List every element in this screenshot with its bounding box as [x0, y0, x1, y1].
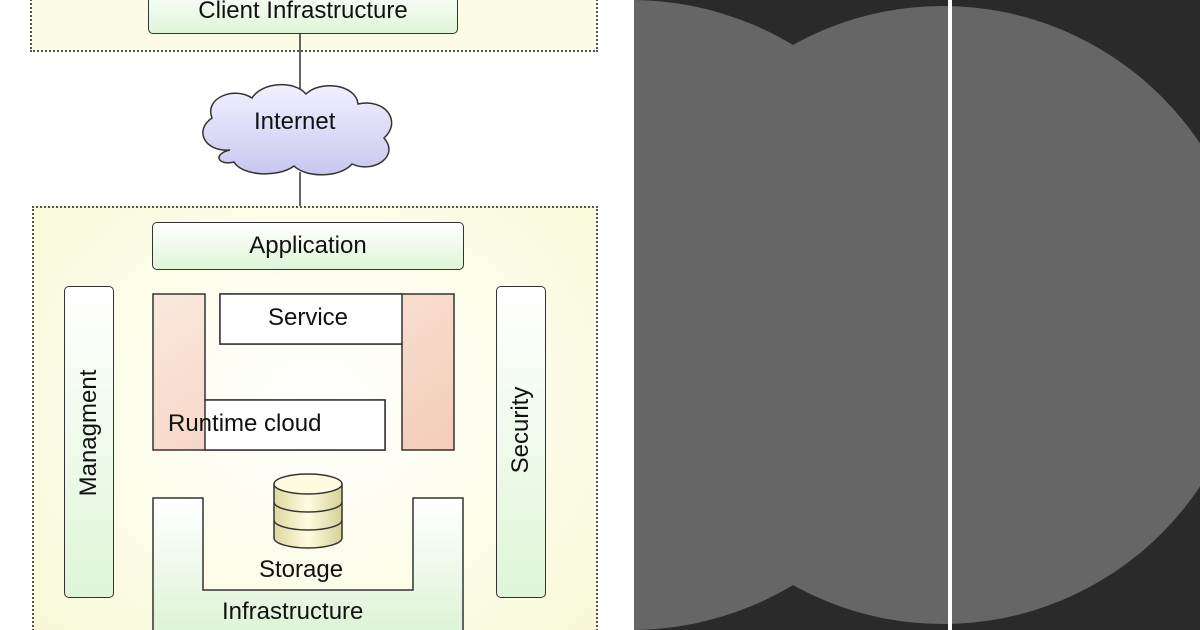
service-bar: [219, 293, 403, 345]
panel-divider: [948, 0, 952, 630]
application-label: Application: [249, 232, 367, 259]
client-infrastructure-box: Client Infrastructure: [148, 0, 458, 34]
runtime-cloud-bar: [204, 399, 386, 451]
database-icon: [273, 473, 343, 549]
security-box: [496, 286, 546, 598]
internet-label: Internet: [254, 108, 336, 135]
infrastructure-label: Infrastructure: [222, 598, 364, 625]
half-circle-right: [634, 6, 1200, 624]
client-infrastructure-label: Client Infrastructure: [198, 0, 408, 24]
infrastructure-shape: [152, 497, 464, 630]
runtime-cloud-label: Runtime cloud: [168, 410, 322, 437]
application-box: Application: [152, 222, 464, 270]
storage-label: Storage: [259, 556, 344, 583]
service-runtime-shapes: [152, 293, 464, 630]
decorative-panel: [634, 0, 1200, 630]
service-label: Service: [268, 304, 349, 331]
management-box: [64, 286, 114, 598]
internet-cloud-icon: [202, 83, 393, 176]
architecture-diagram: Client Infrastructure Internet Applicati…: [30, 0, 598, 630]
